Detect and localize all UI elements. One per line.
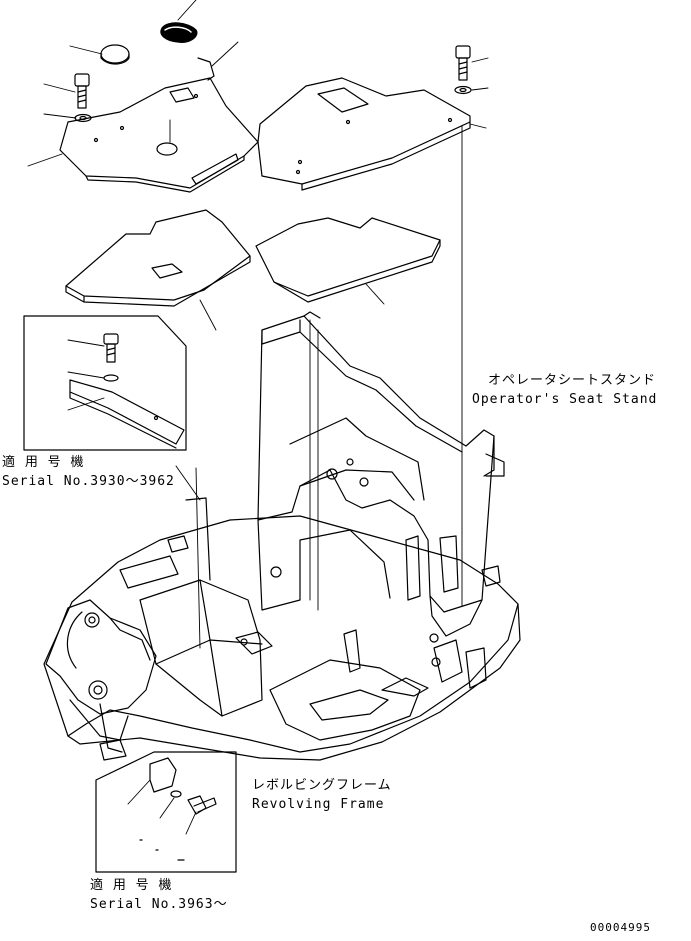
- left-floor-mat: [65, 209, 251, 307]
- revolving-frame: [43, 311, 521, 761]
- revolving-frame-label-jp: レボルビングフレーム: [252, 778, 392, 793]
- rubber-plug: [160, 22, 198, 43]
- serial-range-label-1: Serial No.3930～3962: [2, 474, 175, 489]
- applicable-serial-label-jp-2: 適 用 号 機: [90, 878, 173, 893]
- operators-seat-stand-label: Operator's Seat Stand: [472, 392, 658, 407]
- leader-lines: [27, 0, 489, 835]
- cap: [100, 44, 130, 65]
- drawing-number: 00004995: [590, 921, 651, 934]
- serial-range-label-2: Serial No.3963～: [90, 897, 228, 912]
- left-floor-plate: [59, 77, 259, 193]
- bolt-left: [74, 73, 92, 123]
- detail-box-serial-3963: [95, 751, 237, 873]
- right-floor-mat: [255, 217, 441, 303]
- revolving-frame-label: Revolving Frame: [252, 797, 385, 812]
- applicable-serial-label-jp-1: 適 用 号 機: [2, 455, 85, 470]
- detail-box-serial-3930: [23, 315, 187, 451]
- right-floor-plate: [257, 77, 471, 191]
- operators-seat-stand-label-jp: オペレータシートスタンド: [488, 373, 657, 388]
- clip: [197, 57, 215, 81]
- bolt-right: [454, 45, 472, 95]
- assembly-guide-lines: [169, 119, 463, 649]
